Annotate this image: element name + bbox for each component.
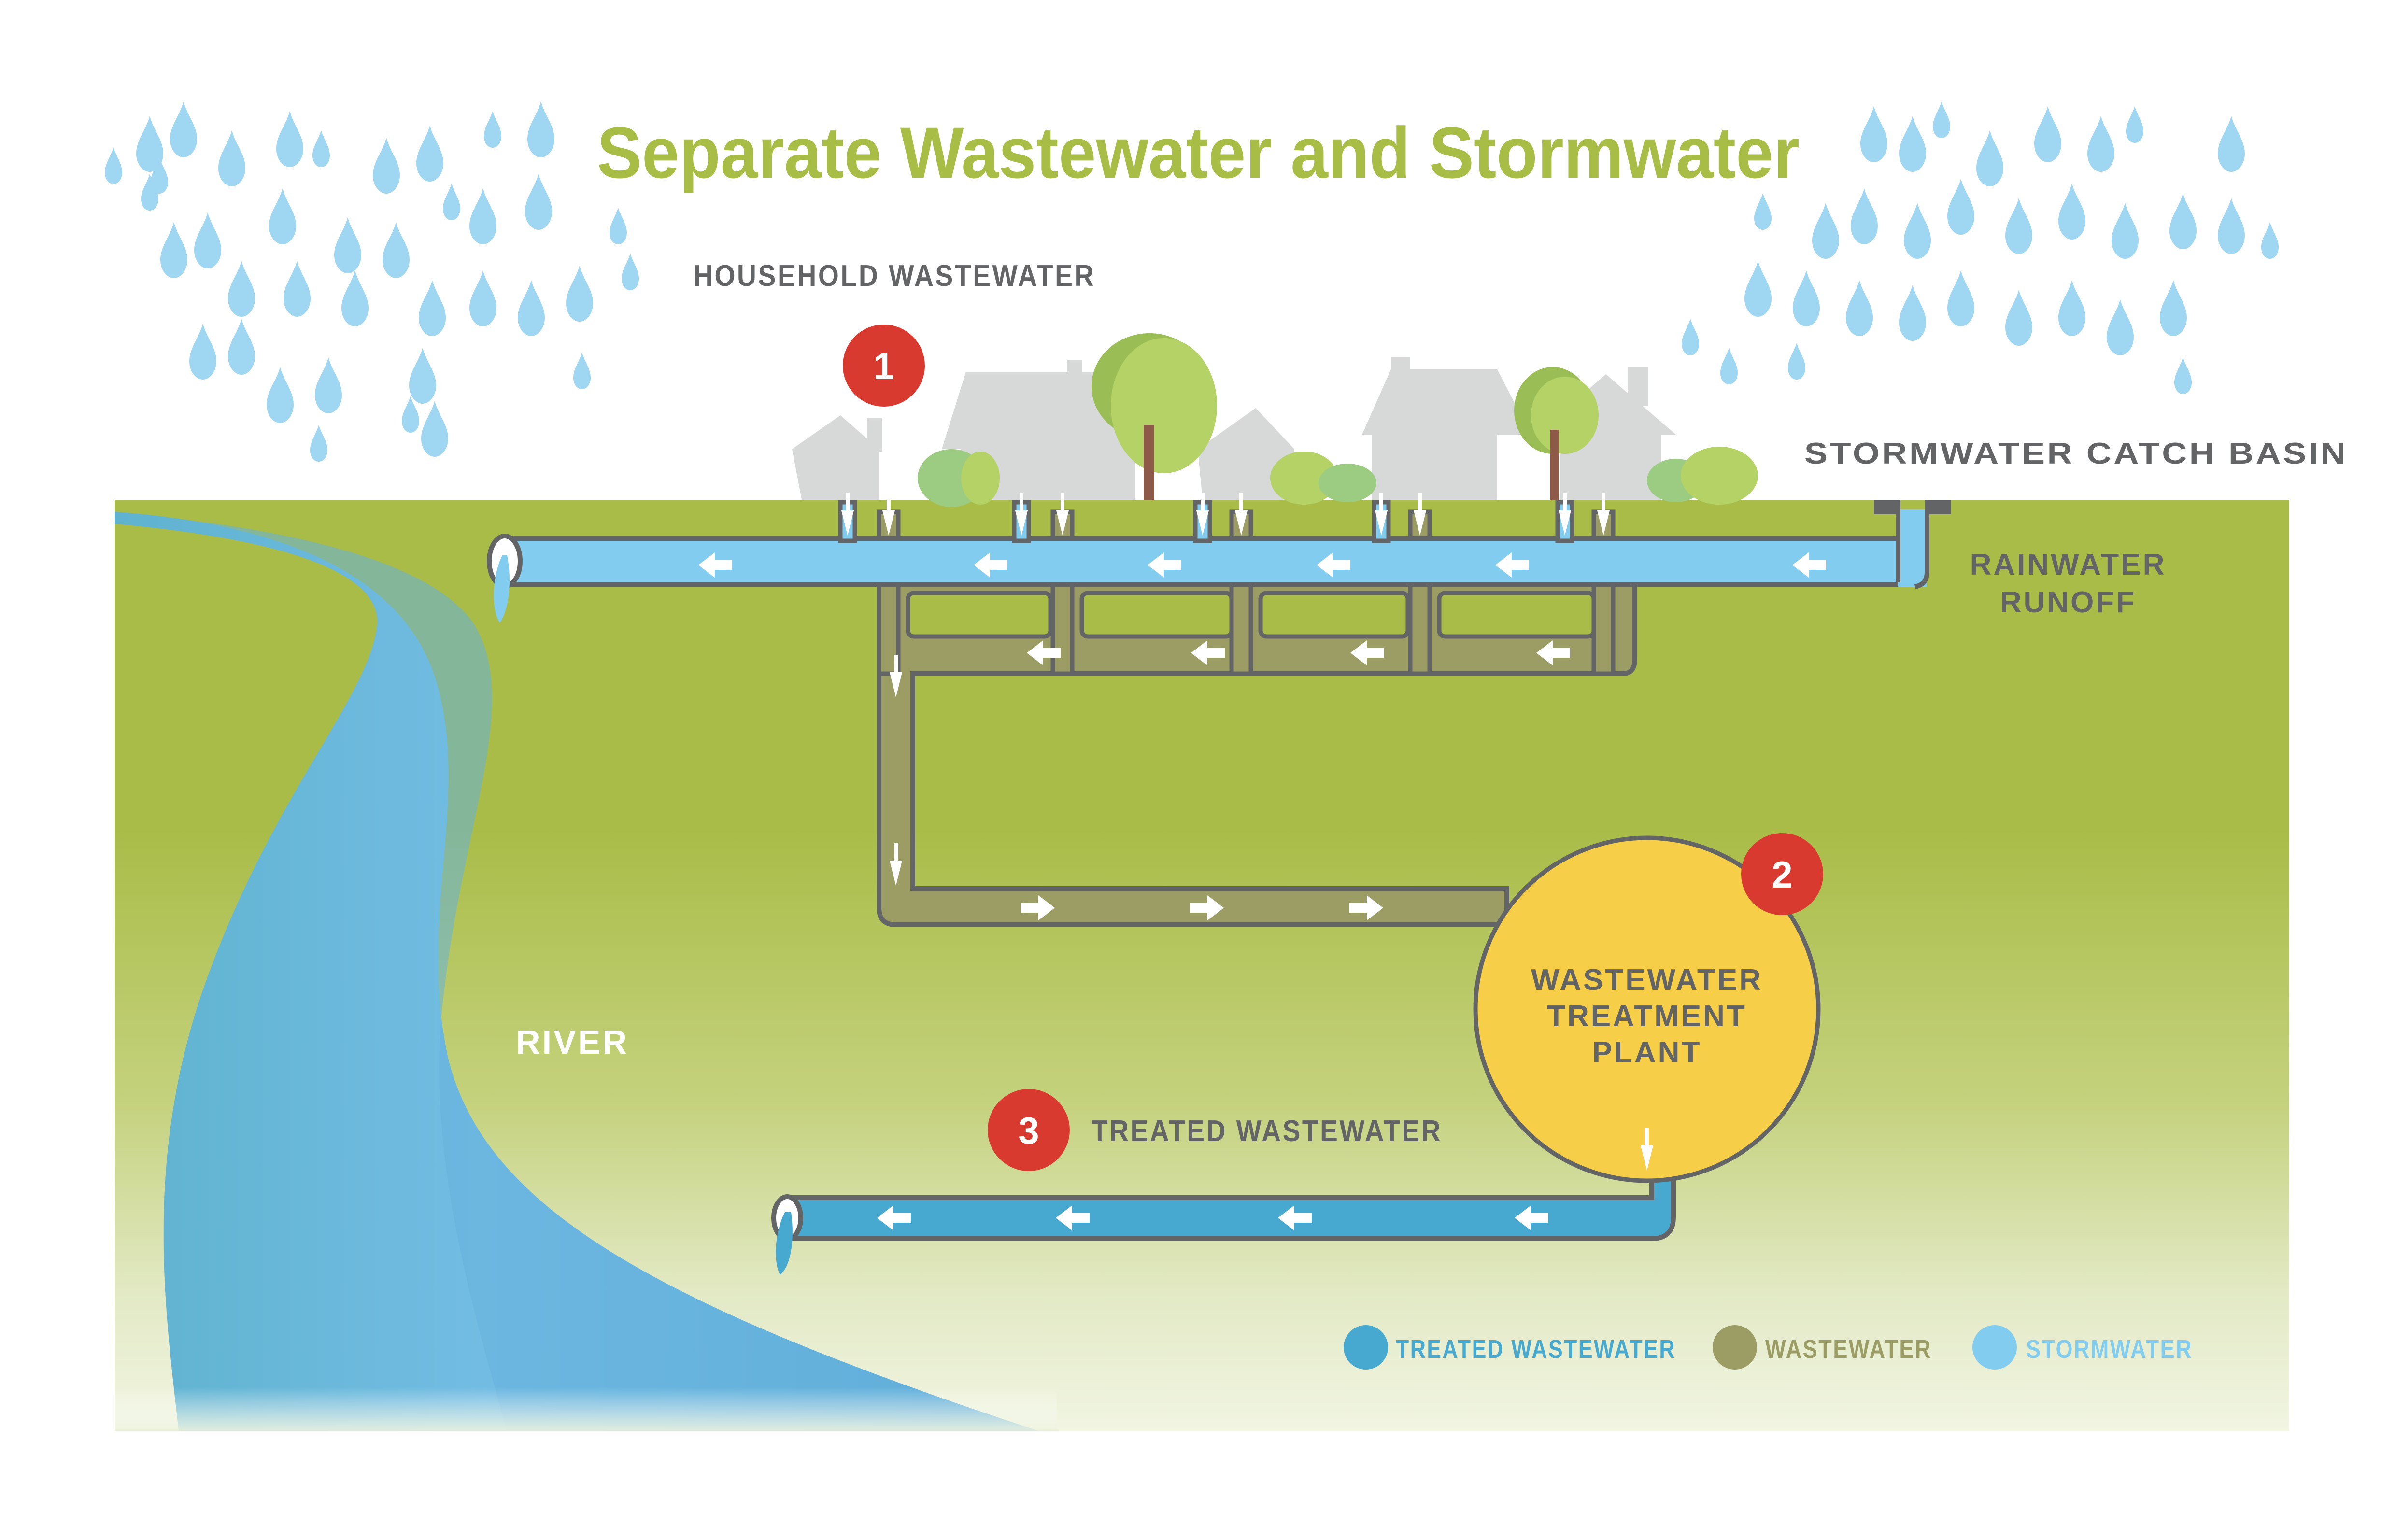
treated-wastewater-label: TREATED WASTEWATER [1092, 1115, 1442, 1148]
step-badge-3: 3 [988, 1089, 1070, 1171]
catch-basin-grate-left [1874, 500, 1900, 514]
step-number-2: 2 [1772, 853, 1792, 896]
treatment-plant-label-line1: WASTEWATER [1531, 963, 1763, 997]
step-badge-2: 2 [1741, 833, 1823, 915]
neighborhood [792, 333, 1758, 507]
legend-label: TREATED WASTEWATER [1396, 1335, 1676, 1364]
step-number-3: 3 [1018, 1109, 1039, 1152]
rainwater-runoff-label-line2: RUNOFF [2000, 586, 2136, 619]
rainwater-runoff-label-line1: RAINWATER [1970, 548, 2167, 581]
legend-swatch [1344, 1325, 1388, 1370]
legend-label: STORMWATER [2026, 1335, 2193, 1364]
stormwater-catch-basin-label: STORMWATER CATCH BASIN [1804, 437, 2348, 470]
household-wastewater-label: HOUSEHOLD WASTEWATER [694, 259, 1095, 293]
legend-item-wastewater: WASTEWATER [1713, 1325, 1932, 1370]
rain-left [105, 101, 639, 462]
legend-item-stormwater: STORMWATER [1972, 1325, 2193, 1370]
bush-icon [918, 447, 1758, 507]
river-label: RIVER [516, 1023, 629, 1061]
house-icon [792, 357, 1676, 500]
treatment-plant-label-line2: TREATMENT [1547, 1000, 1747, 1033]
stormwater-pipe [487, 493, 1951, 623]
river: RIVER [115, 512, 1057, 1431]
page-title: Separate Wastewater and Stormwater [597, 112, 1800, 193]
legend-label: WASTEWATER [1765, 1335, 1932, 1364]
step-number-1: 1 [873, 345, 894, 387]
legend-item-treated-wastewater: TREATED WASTEWATER [1344, 1325, 1676, 1370]
legend: TREATED WASTEWATER WASTEWATER STORMWATER [1344, 1325, 2193, 1370]
legend-swatch [1972, 1325, 2017, 1370]
catch-basin-grate-right [1925, 500, 1951, 514]
treatment-plant-label-line3: PLANT [1592, 1036, 1702, 1069]
wastewater-treatment-plant: WASTEWATER TREATMENT PLANT [1473, 835, 1821, 1183]
step-badge-1: 1 [843, 325, 925, 407]
tree-icon [1092, 333, 1599, 500]
legend-swatch [1713, 1325, 1757, 1370]
